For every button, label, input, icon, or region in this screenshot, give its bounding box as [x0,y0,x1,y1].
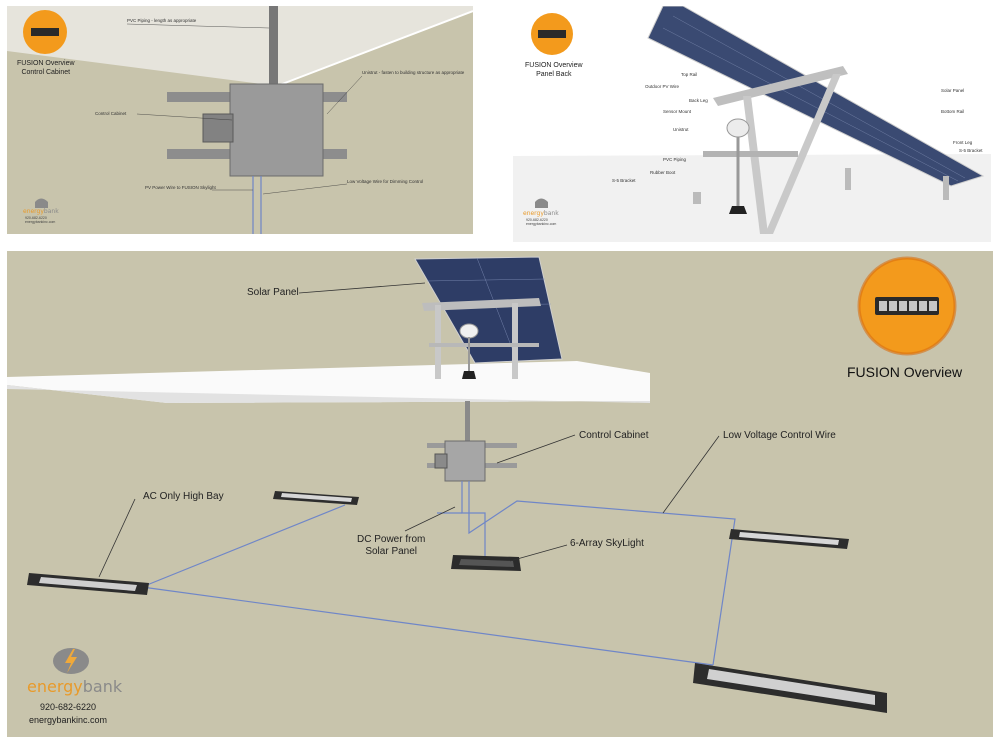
wiring [142,481,735,665]
brand-wordmark: energybank [27,677,122,696]
control-cabinet-panel: FUSION Overview Control Cabinet PVC Pipi… [7,6,473,234]
piggy-bank-icon [35,199,48,209]
brand-contact: 920-682-6220 energybankinc.com [29,701,107,727]
label-unistrut: Unistrut [673,127,689,132]
label-low-voltage-wire: Low Voltage Wire for Dimming Control [347,179,423,184]
control-cabinet-icon [445,441,485,481]
high-bay-fixture-left [27,573,149,595]
label-solar-panel: Solar Panel [247,287,299,298]
panel-back-title: FUSION Overview Panel Back [525,61,583,79]
panel-back-illustration [513,6,991,242]
label-outdoor-pv-wire: Outdoor PV Wire [645,84,679,89]
cabinet-title: FUSION Overview Control Cabinet [17,59,75,77]
label-dc-power: DC Power from Solar Panel [357,534,425,558]
label-unistrut: Unistrut - fasten to building structure … [362,70,464,75]
label-pvc-piping: PVC Piping [663,157,686,162]
brand-website: energybankinc.com [29,714,107,727]
brand-wordmark: energybank [23,208,59,215]
label-rubber-boot: Rubber Boot [650,170,675,175]
label-ac-high-bay: AC Only High Bay [143,491,224,502]
label-front-leg: Front Leg [953,140,972,145]
label-s5-bracket-right: S-5 Bracket [959,148,983,153]
label-top-rail: Top Rail [681,72,697,77]
label-sensor-mount: Sensor Mount [663,109,691,114]
label-s5-bracket-left: S-5 Bracket [612,178,636,183]
brand-wordmark: energybank [523,210,559,217]
label-skylight: 6-Array SkyLight [570,538,644,549]
brand-contact: 920-682-6220 energybankinc.com [25,216,55,224]
brand-contact: 920-682-6220 energybankinc.com [526,218,556,226]
overview-title: FUSION Overview [847,364,962,380]
label-back-leg: Back Leg [689,98,708,103]
label-pv-power-wire: PV Power Wire to FUSION Skylight [145,185,216,190]
fusion-overview-panel: Solar Panel Control Cabinet Low Voltage … [7,251,993,737]
label-control-cabinet: Control Cabinet [579,430,648,441]
label-pvc-piping: PVC Piping - length as appropriate [127,18,196,23]
label-control-cabinet: Control Cabinet [95,111,126,116]
label-low-voltage-wire: Low Voltage Control Wire [723,430,836,441]
panel-back-panel: FUSION Overview Panel Back Top Rail Outd… [513,6,991,242]
label-solar-panel: Solar Panel [941,88,964,93]
label-bottom-rail: Bottom Rail [941,109,964,114]
cabinet-illustration [7,6,473,234]
brand-phone: 920-682-6220 [29,701,107,714]
piggy-bank-icon [53,648,89,674]
